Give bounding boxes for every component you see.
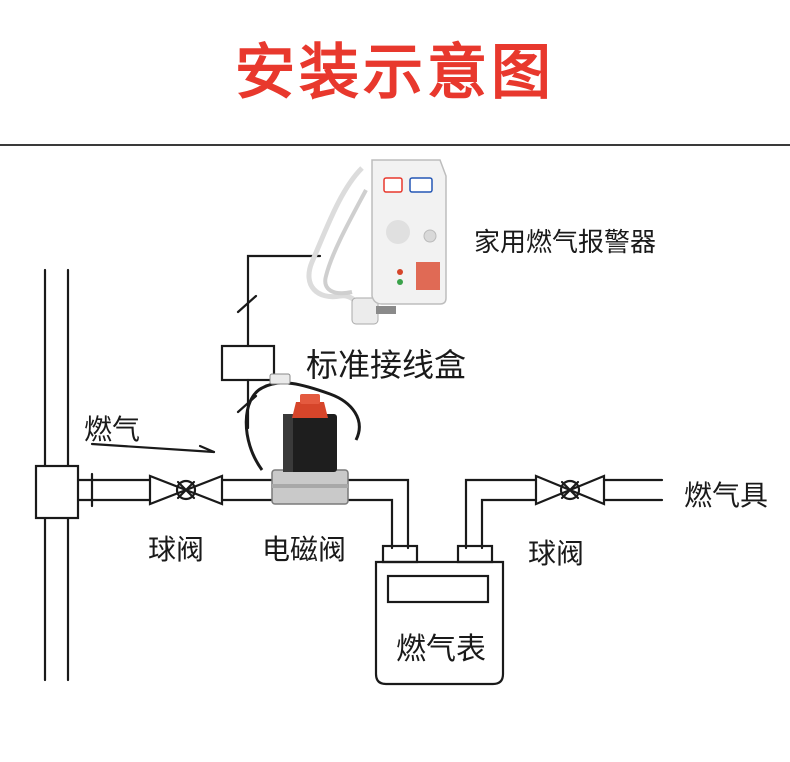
inlet-pipe <box>76 472 152 508</box>
junction-box-drawing <box>220 344 276 382</box>
label-solenoid-valve: 电磁阀 <box>262 533 347 566</box>
label-junction-box: 标准接线盒 <box>306 346 467 384</box>
solenoid-valve-device <box>244 373 361 505</box>
ball-valve-right <box>534 474 606 506</box>
label-gas-inlet: 燃气 <box>84 413 141 446</box>
gas-alarm-device <box>306 159 447 325</box>
page-title: 安装示意图 <box>235 38 555 108</box>
label-gas-meter: 燃气表 <box>396 632 486 667</box>
gas-flow-arrow <box>90 442 216 454</box>
ball-valve-left <box>148 474 224 506</box>
gas-riser-pipe <box>34 268 80 682</box>
gas-meter-drawing <box>374 544 505 686</box>
label-home-gas-alarm: 家用燃气报警器 <box>474 228 657 258</box>
label-ball-valve-right: 球阀 <box>528 537 585 570</box>
pipe-solenoid-to-meter <box>343 478 410 550</box>
outlet-pipe <box>602 478 664 502</box>
label-ball-valve-left: 球阀 <box>148 533 205 566</box>
label-gas-appliance: 燃气具 <box>684 479 769 512</box>
pipe-ballvalve-to-solenoid <box>220 478 274 502</box>
title-divider <box>0 144 790 146</box>
pipe-meter-to-ballvalve <box>464 478 538 550</box>
